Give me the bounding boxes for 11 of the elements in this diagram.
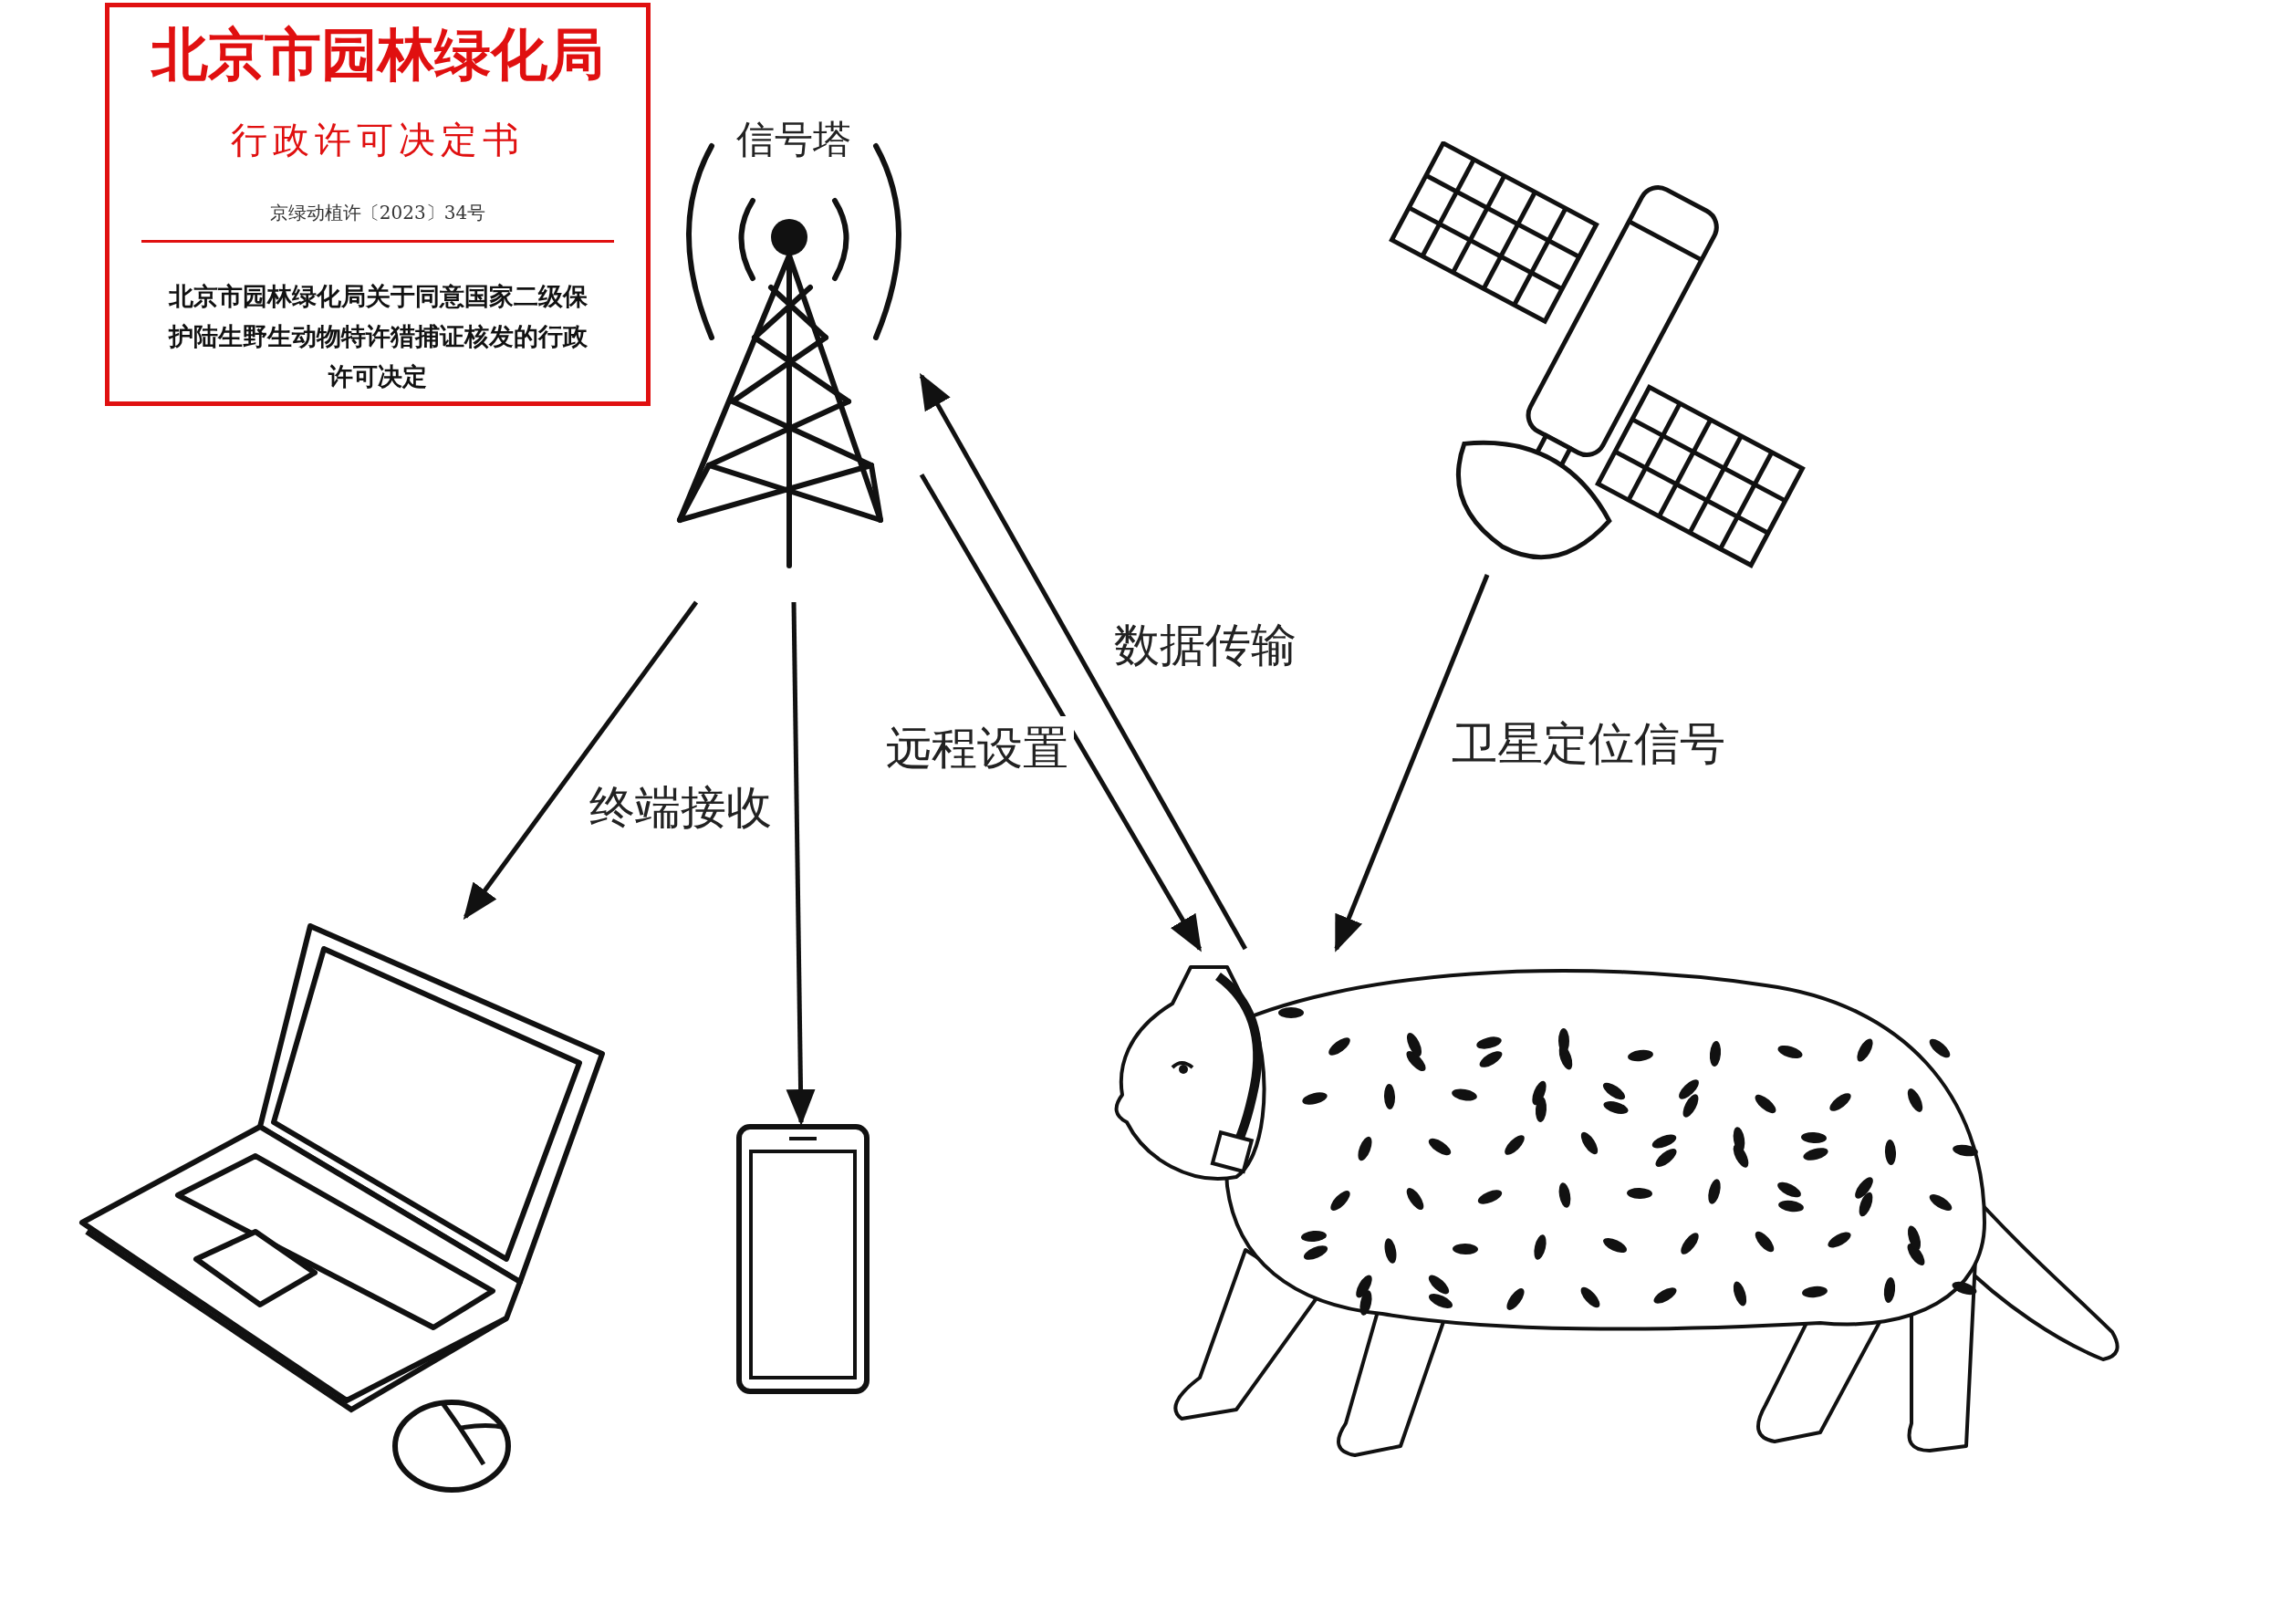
- arrow: [786, 601, 816, 1126]
- tower-label: 信号塔: [735, 116, 852, 163]
- permit-document: [105, 3, 651, 406]
- arrow: [919, 473, 1203, 953]
- arrow: [463, 600, 699, 921]
- arrow: [1334, 574, 1490, 953]
- document-body: 北京市园林绿化局关于同意国家二级保护陆生野生动物特许猎捕证核发的行政许可决定: [167, 281, 588, 392]
- document-number: 京绿动植许〔2023〕34号: [268, 201, 487, 225]
- document-subtitle: 行政许可决定书: [230, 118, 526, 162]
- document-title: 北京市园林绿化局: [150, 20, 605, 89]
- arrow: [919, 372, 1248, 951]
